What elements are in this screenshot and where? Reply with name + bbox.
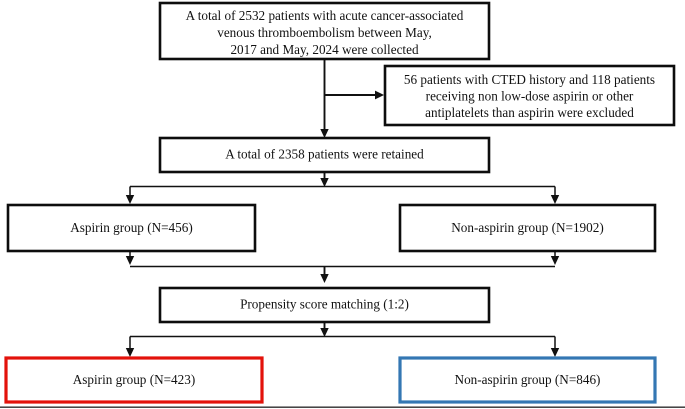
- arrowhead-down-from-non-aspirin-pre: [550, 256, 560, 265]
- arrowhead-down-to-aspirin-pre: [125, 195, 135, 204]
- arrowhead-right-to-exclusion: [375, 90, 384, 100]
- arrowhead-down-to-retained: [320, 129, 329, 138]
- arrowhead-down-to-aspirin-post: [125, 348, 135, 357]
- connector-groups-to-matching: [125, 251, 560, 283]
- exclusion-box: 56 patients with CTED history and 118 pa…: [383, 64, 676, 127]
- aspirin-group-pre-label: Aspirin group (N=456): [70, 220, 192, 235]
- enrollment-box: A total of 2532 patients with acute canc…: [158, 1, 491, 61]
- enrollment-line-2: venous thromboembolism between May,: [217, 25, 432, 40]
- connector-enrollment-to-retained: [320, 59, 329, 138]
- connector-enrollment-to-exclusion: [324, 90, 384, 100]
- arrowhead-down-split-upper: [320, 178, 329, 187]
- aspirin-group-pre-box: Aspirin group (N=456): [6, 203, 257, 253]
- enrollment-line-3: 2017 and May, 2024 were collected: [230, 42, 419, 57]
- connector-matching-to-final-groups: [125, 322, 560, 357]
- non-aspirin-group-post-box: Non-aspirin group (N=846): [398, 356, 657, 404]
- propensity-score-matching-label: Propensity score matching (1:2): [240, 297, 409, 312]
- arrowhead-down-to-non-aspirin-pre: [550, 195, 560, 204]
- arrowhead-down-to-non-aspirin-post: [550, 348, 560, 357]
- propensity-score-matching-box: Propensity score matching (1:2): [158, 286, 491, 324]
- retained-label: A total of 2358 patients were retained: [225, 147, 424, 162]
- exclusion-line-1: 56 patients with CTED history and 118 pa…: [404, 72, 655, 87]
- aspirin-group-post-box: Aspirin group (N=423): [4, 356, 264, 404]
- non-aspirin-group-pre-box: Non-aspirin group (N=1902): [398, 203, 657, 253]
- connector-retained-to-groups: [125, 172, 560, 204]
- arrowhead-down-split-lower: [320, 328, 329, 337]
- exclusion-line-3: antiplatelets than aspirin were excluded: [425, 105, 634, 120]
- non-aspirin-group-post-label: Non-aspirin group (N=846): [455, 372, 601, 387]
- non-aspirin-group-pre-label: Non-aspirin group (N=1902): [451, 220, 603, 235]
- enrollment-line-1: A total of 2532 patients with acute canc…: [186, 8, 464, 23]
- exclusion-line-2: receiving non low-dose aspirin or other: [426, 89, 634, 104]
- arrowhead-down-to-matching: [320, 274, 329, 283]
- retained-box: A total of 2358 patients were retained: [158, 136, 491, 174]
- aspirin-group-post-label: Aspirin group (N=423): [73, 372, 195, 387]
- arrowhead-down-from-aspirin-pre: [125, 256, 135, 265]
